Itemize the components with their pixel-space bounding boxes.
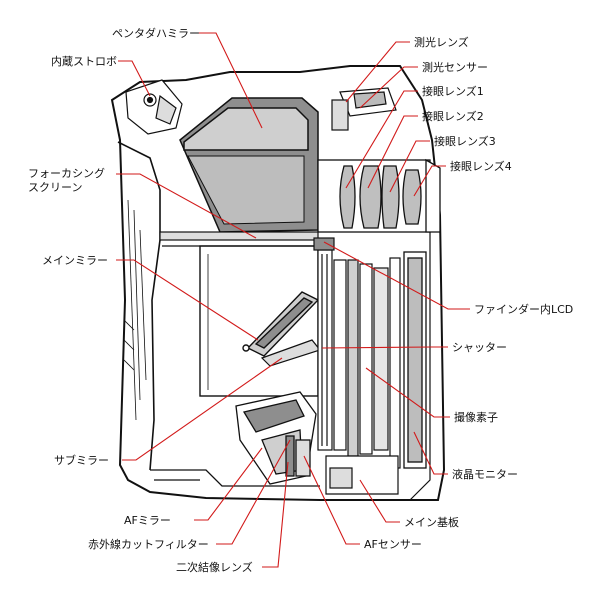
leader-eyepiece-4: [413, 165, 446, 197]
label-eyepiece-1: 接眼レンズ1: [422, 85, 484, 98]
pentaprism: [179, 97, 319, 233]
label-eyepiece-4: 接眼レンズ4: [450, 160, 512, 173]
leader-main-mirror: [116, 259, 259, 341]
label-image-sensor: 撮像素子: [454, 411, 498, 424]
label-builtin-flash: 内蔵ストロボ: [51, 55, 117, 68]
bottom-plate: [150, 469, 320, 487]
label-ir-cut-filter: 赤外線カットフィルター: [88, 538, 209, 551]
leader-focusing-screen: [116, 173, 257, 239]
main-board: [325, 455, 399, 495]
leader-shutter: [321, 346, 448, 349]
label-eyepiece-2: 接眼レンズ2: [422, 110, 484, 123]
leader-eyepiece-2: [367, 115, 418, 189]
label-sub-mirror: サブミラー: [54, 454, 109, 467]
label-focusing-screen-line1: フォーカシング: [28, 167, 105, 180]
label-main-mirror: メインミラー: [42, 254, 108, 267]
label-af-sensor: AFセンサー: [364, 538, 422, 551]
leader-af-mirror: [194, 447, 263, 521]
label-af-mirror: AFミラー: [124, 514, 171, 527]
label-eyepiece-3: 接眼レンズ3: [434, 135, 496, 148]
leader-image-sensor: [365, 367, 450, 418]
metering-unit: [331, 87, 397, 131]
leader-eyepiece-3: [389, 140, 430, 193]
leader-metering-lens: [345, 41, 410, 103]
finder-lcd: [313, 237, 335, 251]
label-focusing-screen-line2: スクリーン: [28, 181, 83, 194]
label-secondary-lens: 二次結像レンズ: [176, 561, 253, 574]
leader-finder-lcd: [323, 241, 470, 310]
leader-af-sensor: [303, 455, 360, 545]
leader-metering-sensor: [359, 66, 418, 109]
leader-sub-mirror: [122, 357, 283, 461]
leader-builtin-flash: [118, 60, 151, 97]
shutter-unit: [317, 249, 347, 451]
leader-lcd-monitor: [413, 431, 448, 475]
leader-pentaprism: [196, 32, 263, 129]
focusing-screen: [159, 231, 319, 247]
label-metering-lens: 測光レンズ: [414, 36, 469, 49]
grip-hatching: [123, 199, 147, 421]
builtin-flash: [125, 79, 183, 135]
label-finder-lcd: ファインダー内LCD: [474, 303, 574, 316]
leader-eyepiece-1: [345, 90, 418, 189]
leader-lines: [116, 32, 470, 568]
lcd-monitor: [403, 251, 427, 469]
leader-ir-cut-filter: [216, 439, 291, 545]
leader-secondary-lens: [262, 461, 289, 568]
main-mirror: [242, 291, 320, 357]
label-main-board: メイン基板: [404, 516, 459, 529]
label-pentaprism: ペンタダハミラー: [112, 27, 200, 40]
eyepiece-assembly: [317, 158, 441, 233]
af-module: [235, 391, 317, 485]
image-sensor-stack: [347, 257, 401, 469]
label-lcd-monitor: 液晶モニター: [452, 468, 518, 481]
label-shutter: シャッター: [452, 341, 507, 354]
label-metering-sensor: 測光センサー: [422, 61, 488, 74]
leader-main-board: [359, 479, 400, 523]
